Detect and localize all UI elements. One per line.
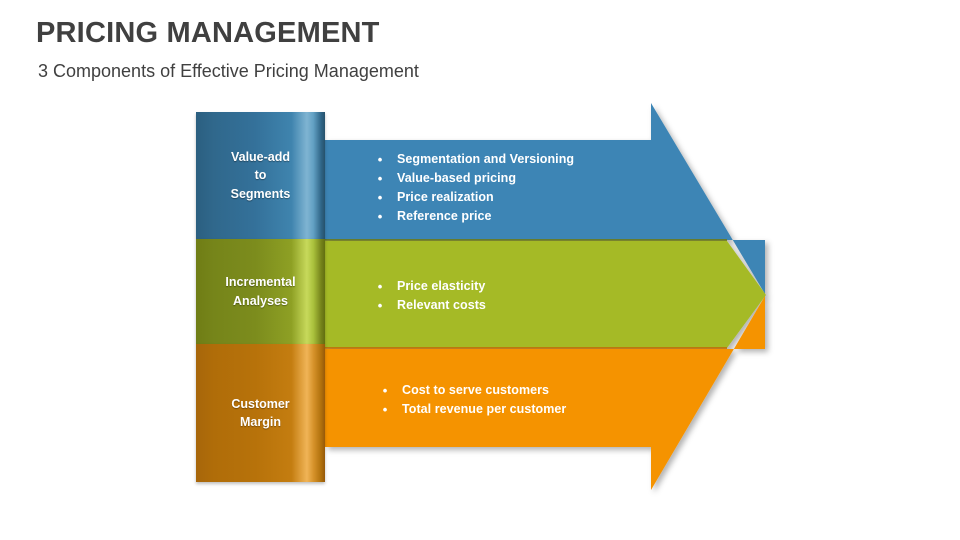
bullet-dot-icon: • bbox=[382, 402, 388, 417]
list-item: • Cost to serve customers bbox=[378, 381, 566, 400]
stage-label-text: Customer Margin bbox=[231, 396, 290, 429]
list-item: • Reference price bbox=[373, 207, 574, 226]
page-subtitle: 3 Components of Effective Pricing Manage… bbox=[38, 61, 419, 81]
stage1-bullet-list: • Segmentation and Versioning • Value-ba… bbox=[373, 150, 574, 226]
stage2-bullet-list: • Price elasticity • Relevant costs bbox=[373, 277, 486, 315]
list-item-label: Price elasticity bbox=[397, 279, 486, 293]
bullet-dot-icon: • bbox=[377, 152, 383, 167]
list-item: • Value-based pricing bbox=[373, 169, 574, 188]
list-item-label: Total revenue per customer bbox=[402, 402, 567, 416]
list-item-label: Reference price bbox=[397, 209, 492, 223]
stage-label-value-add-to-segments[interactable]: Value-add to Segments bbox=[196, 112, 325, 239]
stage-label-text: Value-add to Segments bbox=[230, 150, 291, 201]
list-item-label: Segmentation and Versioning bbox=[397, 152, 575, 166]
stage-label-text: Incremental Analyses bbox=[225, 275, 296, 308]
arrow-segment-stage3 bbox=[325, 296, 765, 490]
divider-stage2-stage3 bbox=[325, 347, 727, 349]
bullet-dot-icon: • bbox=[377, 279, 383, 294]
stage-label-customer-margin[interactable]: Customer Margin bbox=[196, 344, 325, 482]
arrow-segment-stage1 bbox=[325, 103, 765, 294]
list-item: • Total revenue per customer bbox=[378, 400, 567, 419]
divider-stage1-stage2 bbox=[325, 239, 727, 241]
list-item: • Price elasticity bbox=[373, 277, 486, 296]
bullet-dot-icon: • bbox=[377, 298, 383, 313]
bullet-dot-icon: • bbox=[377, 190, 383, 205]
list-item: • Price realization bbox=[373, 188, 574, 207]
list-item: • Relevant costs bbox=[373, 296, 486, 315]
bullet-dot-icon: • bbox=[382, 383, 388, 398]
bullet-dot-icon: • bbox=[377, 171, 383, 186]
page-title: PRICING MANAGEMENT bbox=[36, 17, 380, 49]
list-item-label: Value-based pricing bbox=[397, 171, 517, 185]
arrow-segment-stage2 bbox=[325, 241, 766, 348]
stage-label-incremental-analyses[interactable]: Incremental Analyses bbox=[196, 239, 325, 344]
list-item: • Segmentation and Versioning bbox=[373, 150, 574, 169]
list-item-label: Relevant costs bbox=[397, 298, 486, 312]
list-item-label: Cost to serve customers bbox=[402, 383, 550, 397]
bullet-dot-icon: • bbox=[377, 209, 383, 224]
stage3-bullet-list: • Cost to serve customers • Total revenu… bbox=[378, 381, 567, 419]
list-item-label: Price realization bbox=[397, 190, 494, 204]
